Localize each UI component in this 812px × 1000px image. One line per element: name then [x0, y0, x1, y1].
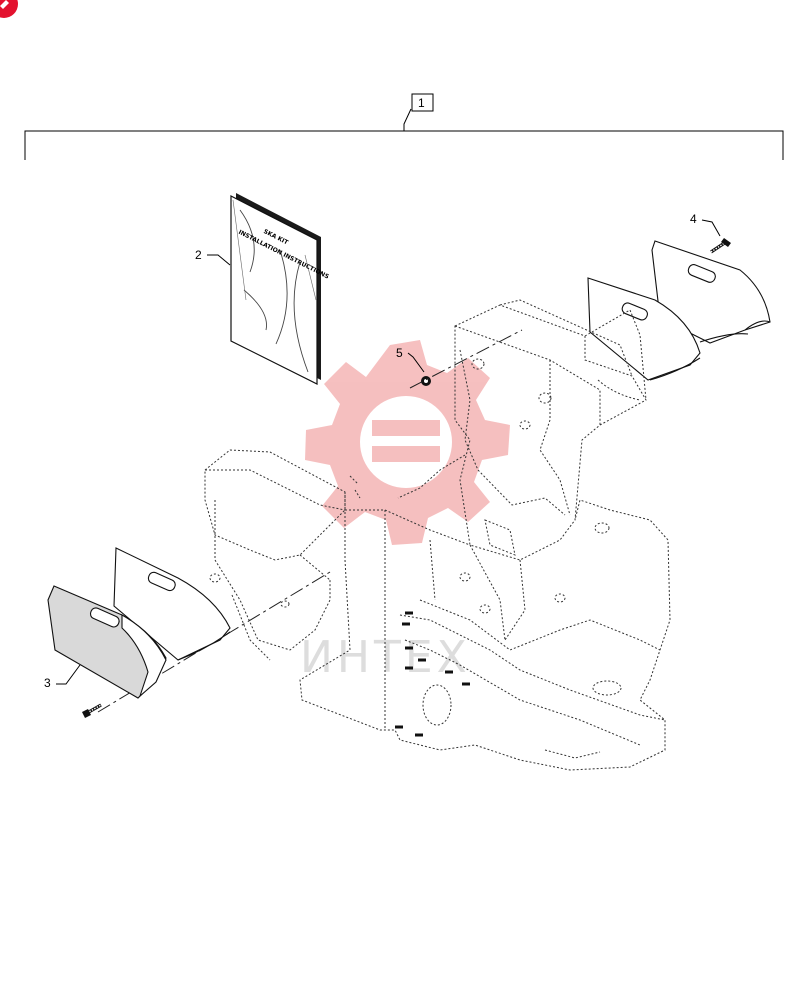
- rear-alignment-line: [409, 329, 523, 389]
- mounting-studs: [395, 611, 470, 737]
- brand-badge-icon: [0, 0, 18, 18]
- instruction-booklet: SKA KIT INSTALLATION INSTRUCTIONS: [230, 193, 330, 385]
- kit-callout-number: 1: [418, 96, 425, 110]
- callout-5-number: 5: [396, 346, 403, 360]
- gear-logo-icon: [305, 340, 510, 545]
- rear-bolt: [710, 238, 731, 254]
- front-side-plate-outer: [47, 585, 167, 699]
- watermark: ИНТЕХ: [300, 340, 510, 683]
- callout-3-number: 3: [44, 676, 51, 690]
- callout-5: 5: [396, 346, 425, 373]
- front-bolt: [82, 703, 102, 718]
- callout-3: 3: [44, 664, 81, 690]
- nut: [421, 376, 431, 386]
- rear-side-plate-inner: [587, 277, 701, 381]
- kit-bracket: 1: [24, 93, 784, 160]
- chassis-frame: [204, 299, 671, 771]
- callout-2: 2: [195, 248, 231, 266]
- kit-callout-box: [411, 93, 434, 112]
- callout-2-number: 2: [195, 248, 202, 262]
- watermark-text: ИНТЕХ: [300, 632, 471, 683]
- callout-4: 4: [690, 212, 721, 237]
- callout-4-number: 4: [690, 212, 697, 226]
- rear-side-plate-outer: [651, 240, 771, 344]
- front-side-plate-inner: [113, 547, 231, 661]
